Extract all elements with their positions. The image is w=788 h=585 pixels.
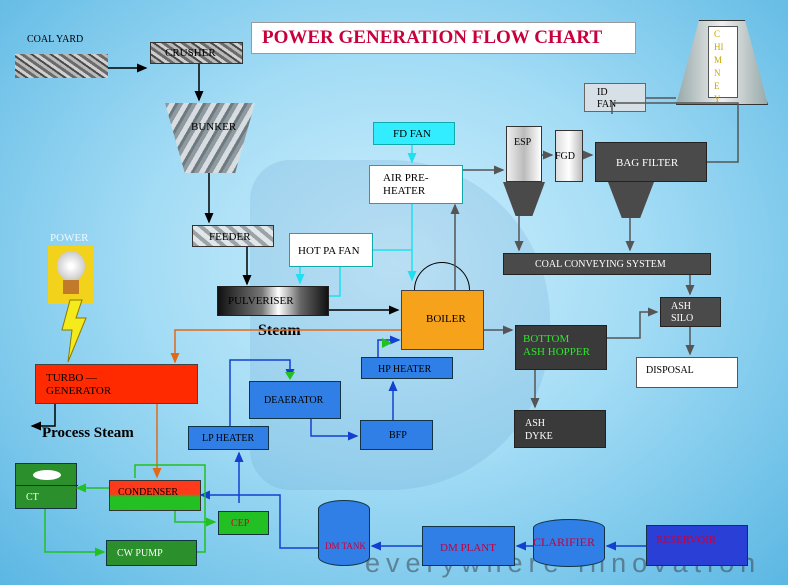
bag-filter-label: BAG FILTER: [616, 157, 679, 169]
hot-pa-fan-label: HOT PA FAN: [298, 245, 360, 257]
feeder-node: FEEDER: [192, 225, 274, 247]
cw-pump-label: CW PUMP: [117, 548, 163, 559]
crusher-label: CRUSHER: [165, 47, 216, 59]
ash-dyke-label-2: DYKE: [525, 431, 553, 442]
coal-conveying-node: COAL CONVEYING SYSTEM: [503, 253, 711, 275]
ash-silo-node: ASH SILO: [660, 297, 721, 327]
bottom-ash-label-2: ASH HOPPER: [523, 346, 590, 358]
dm-plant-label: DM PLANT: [440, 542, 496, 554]
page-title: POWER GENERATION FLOW CHART: [262, 27, 603, 48]
ash-dyke-label-1: ASH: [525, 418, 546, 429]
lp-heater-label: LP HEATER: [202, 433, 255, 444]
pulveriser-label: PULVERISER: [228, 295, 294, 307]
boiler-label: BOILER: [426, 313, 466, 325]
bfp-node: BFP: [360, 420, 433, 450]
id-fan-node: ID FAN: [584, 83, 646, 112]
chimney-label: CHIMNEY: [714, 29, 724, 104]
crusher-node: CRUSHER: [150, 42, 243, 64]
disposal-node: DISPOSAL: [636, 357, 738, 388]
turbo-generator-node: TURBO — GENERATOR: [35, 364, 198, 404]
power-label: POWER: [50, 232, 89, 244]
fgd-node: [555, 130, 583, 182]
condenser-label: CONDENSER: [118, 487, 179, 498]
air-preheater-label-2: HEATER: [383, 185, 426, 197]
dm-tank-label: DM TANK: [325, 541, 366, 551]
deaerator-label: DEAERATOR: [264, 395, 324, 406]
ash-silo-label-2: SILO: [671, 313, 694, 324]
fd-fan-node: FD FAN: [373, 122, 455, 145]
cep-node: CEP: [218, 511, 269, 535]
title-box: [251, 22, 636, 54]
fgd-label: FGD: [555, 151, 576, 162]
bottom-ash-label-1: BOTTOM: [523, 333, 570, 345]
dm-tank-node: [318, 500, 370, 566]
condenser-node: CONDENSER: [109, 480, 201, 511]
coal-yard-label: COAL YARD: [27, 34, 84, 45]
fd-fan-label: FD FAN: [393, 128, 432, 140]
esp-node: [506, 126, 542, 182]
ash-silo-label-1: ASH: [671, 301, 692, 312]
pulveriser-node: PULVERISER: [217, 286, 329, 316]
turbo-generator-label-2: GENERATOR: [46, 385, 112, 397]
hp-heater-node: HP HEATER: [361, 357, 453, 379]
ash-dyke-node: ASH DYKE: [514, 410, 606, 448]
chimney-label-box: [708, 26, 738, 98]
coal-yard-image: [15, 54, 108, 78]
clarifier-label: CLARIFIER: [533, 535, 596, 549]
bfp-label: BFP: [389, 430, 407, 441]
esp-label: ESP: [514, 137, 532, 148]
air-preheater-node: AIR PRE- HEATER: [369, 165, 463, 204]
clarifier-node: [533, 519, 605, 567]
hot-pa-fan-node: HOT PA FAN: [289, 233, 373, 267]
fan-icon: [33, 470, 61, 480]
cep-label: CEP: [231, 518, 250, 529]
deaerator-node: DEAERATOR: [249, 381, 341, 419]
ct-node: CT: [15, 463, 78, 509]
process-steam-label: Process Steam: [42, 425, 134, 441]
ct-label: CT: [26, 492, 39, 503]
reservoir-node: RESERVOIR: [646, 525, 748, 566]
bag-filter-node: BAG FILTER: [595, 142, 707, 182]
bunker-label: BUNKER: [191, 121, 237, 133]
id-fan-label-2: FAN: [597, 99, 617, 110]
reservoir-label: RESERVOIR: [656, 534, 717, 546]
dm-plant-node: DM PLANT: [422, 526, 515, 566]
lp-heater-node: LP HEATER: [188, 426, 269, 450]
lightbulb-icon: [48, 246, 94, 304]
bottom-ash-hopper-node: BOTTOM ASH HOPPER: [515, 325, 607, 370]
disposal-label: DISPOSAL: [646, 365, 694, 376]
air-preheater-label-1: AIR PRE-: [383, 172, 429, 184]
boiler-node: BOILER: [401, 290, 484, 350]
id-fan-label-1: ID: [597, 87, 608, 98]
hp-heater-label: HP HEATER: [378, 364, 432, 375]
coal-conveying-label: COAL CONVEYING SYSTEM: [535, 259, 666, 270]
turbo-generator-label-1: TURBO —: [46, 372, 98, 384]
cw-pump-node: CW PUMP: [106, 540, 197, 566]
feeder-label: FEEDER: [209, 231, 251, 243]
